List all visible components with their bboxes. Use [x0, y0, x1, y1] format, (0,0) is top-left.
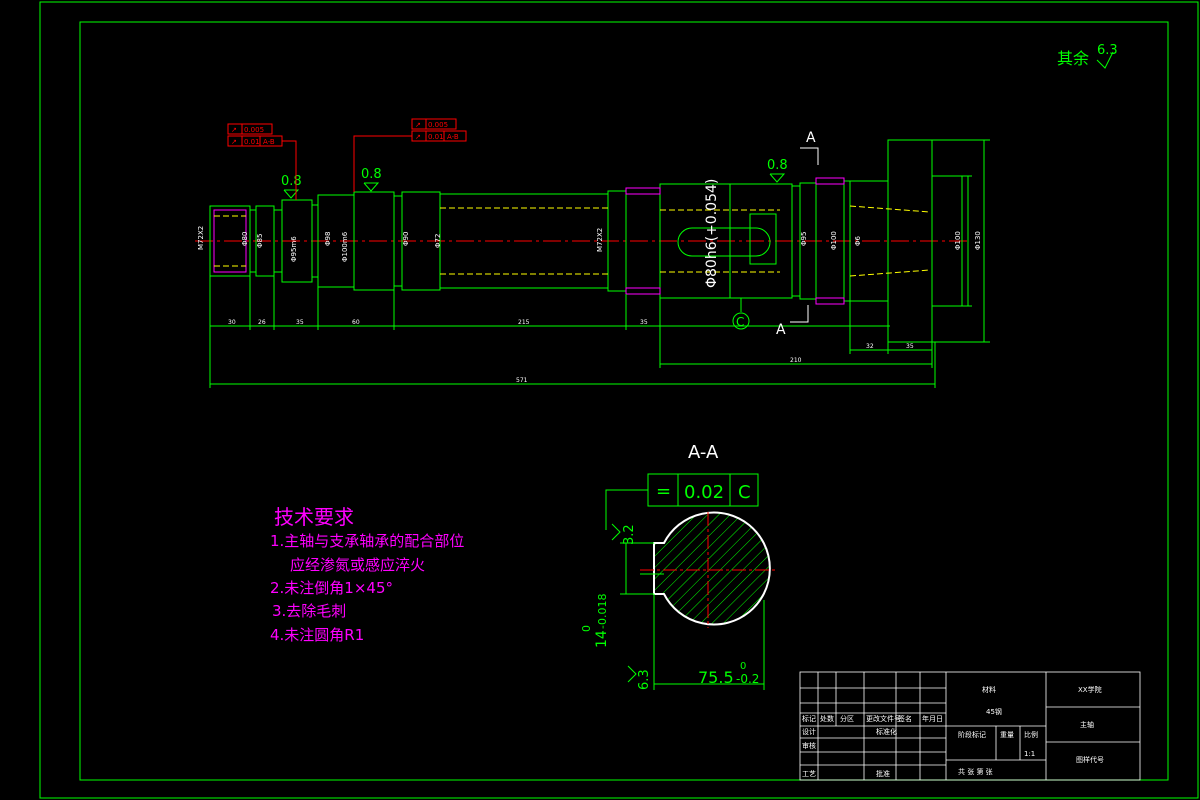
svg-text:Φ85: Φ85 [256, 234, 264, 248]
svg-text:Φ72: Φ72 [434, 234, 442, 248]
fcf-mid: ↗ 0.005 ↗ 0.01 A-B [353, 118, 467, 192]
svg-text:处数: 处数 [820, 714, 834, 723]
svg-text:C: C [738, 482, 751, 503]
svg-text:Φ100m6: Φ100m6 [341, 231, 349, 262]
svg-text:210: 210 [790, 357, 802, 364]
svg-text:0.01: 0.01 [244, 138, 260, 146]
roughness-other-value: 6.3 [1097, 43, 1118, 58]
svg-text:Φ100: Φ100 [830, 231, 838, 250]
svg-text:Φ90: Φ90 [402, 232, 410, 246]
svg-text:更改文件号: 更改文件号 [866, 714, 901, 723]
outer-frame [39, 1, 1199, 799]
tech-item-3: 3.去除毛刺 [272, 602, 346, 620]
inner-frame [79, 21, 1169, 781]
svg-text:35: 35 [640, 319, 648, 326]
tech-item-4: 4.未注圆角R1 [270, 626, 364, 644]
svg-text:75.5: 75.5 [698, 668, 734, 687]
tech-item-2: 2.未注倒角1×45° [270, 579, 393, 597]
svg-text:主轴: 主轴 [1080, 720, 1094, 729]
svg-text:签名: 签名 [898, 714, 912, 723]
shaft-main-view: M72X2 Φ80 Φ85 Φ95m6 Φ98 Φ100m6 Φ90 Φ72 M… [195, 118, 990, 388]
svg-text:35: 35 [296, 319, 304, 326]
svg-text:Φ80: Φ80 [241, 232, 249, 246]
svg-text:0.8: 0.8 [361, 167, 382, 182]
svg-text:26: 26 [258, 319, 266, 326]
svg-text:3.2: 3.2 [622, 524, 637, 545]
svg-text:↗: ↗ [415, 121, 421, 129]
svg-text:14: 14 [594, 630, 610, 648]
svg-text:Φ95m6: Φ95m6 [290, 236, 298, 262]
tech-requirements-title: 技术要求 [274, 505, 354, 529]
svg-text:Φ100: Φ100 [954, 231, 962, 250]
svg-text:60: 60 [352, 319, 360, 326]
section-marker-top: A [806, 130, 816, 146]
svg-text:1:1: 1:1 [1024, 750, 1035, 758]
svg-text:重量: 重量 [1000, 731, 1014, 739]
roughness-mark-2: 0.8 [361, 167, 382, 192]
roughness-other: 其余 6.3 [1057, 43, 1118, 69]
tech-item-1b: 应经渗氮或感应淬火 [290, 556, 425, 574]
svg-text:215: 215 [518, 319, 530, 326]
svg-text:32: 32 [866, 343, 874, 350]
svg-text:45钢: 45钢 [986, 707, 1002, 716]
svg-text:Φ95: Φ95 [800, 232, 808, 246]
svg-text:0.02: 0.02 [684, 482, 724, 503]
svg-text:共 张 第 张: 共 张 第 张 [958, 767, 993, 776]
svg-text:30: 30 [228, 319, 236, 326]
section-fcf: = 0.02 C [605, 473, 759, 530]
svg-text:图样代号: 图样代号 [1076, 755, 1104, 764]
svg-text:Φ6: Φ6 [854, 235, 862, 246]
fcf-left: ↗ 0.005 ↗ 0.01 A-B [227, 123, 297, 200]
svg-text:0.8: 0.8 [767, 158, 788, 173]
svg-text:=: = [656, 481, 671, 502]
roughness-mark-1: 0.8 [281, 174, 302, 199]
roughness-mark-3: 0.8 [767, 158, 788, 183]
svg-text:阶段标记: 阶段标记 [958, 730, 986, 739]
svg-text:0.01: 0.01 [428, 133, 444, 141]
svg-text:A-B: A-B [263, 138, 275, 146]
svg-text:材料: 材料 [982, 685, 996, 694]
svg-text:↗: ↗ [415, 133, 421, 141]
svg-text:标准化: 标准化 [876, 727, 897, 736]
svg-text:0.005: 0.005 [244, 126, 264, 134]
svg-text:Φ80h6(+0.054): Φ80h6(+0.054) [704, 179, 720, 288]
svg-text:M72X2: M72X2 [197, 226, 205, 250]
tech-requirements: 技术要求 1.主轴与支承轴承的配合部位 应经渗氮或感应淬火 2.未注倒角1×45… [270, 505, 464, 644]
svg-text:审核: 审核 [802, 741, 816, 750]
svg-text:XX学院: XX学院 [1078, 685, 1102, 694]
svg-text:0.005: 0.005 [428, 121, 448, 129]
svg-text:-0.2: -0.2 [736, 672, 759, 686]
title-block [799, 671, 1141, 781]
section-view-aa: A-A 14 -0.018 0 75.5 -0.2 0 3.2 6.3 [580, 442, 778, 690]
tech-item-1: 1.主轴与支承轴承的配合部位 [270, 532, 464, 550]
svg-text:设计: 设计 [802, 727, 816, 736]
svg-text:标记: 标记 [802, 714, 816, 723]
svg-text:571: 571 [516, 377, 528, 384]
svg-text:35: 35 [906, 343, 914, 350]
svg-text:Φ130: Φ130 [974, 231, 982, 250]
svg-text:比例: 比例 [1024, 730, 1038, 739]
svg-text:M72X2: M72X2 [596, 228, 604, 252]
svg-text:A-B: A-B [447, 133, 459, 141]
datum-c-marker: C [732, 298, 750, 330]
svg-text:工艺: 工艺 [802, 770, 816, 778]
svg-text:Φ98: Φ98 [324, 232, 332, 246]
svg-text:↗: ↗ [231, 138, 237, 146]
svg-text:6.3: 6.3 [637, 669, 652, 690]
svg-text:0.8: 0.8 [281, 174, 302, 189]
roughness-other-label: 其余 [1057, 49, 1089, 68]
section-title: A-A [688, 442, 719, 463]
svg-text:0: 0 [740, 661, 746, 672]
section-marker-bottom: A [776, 322, 786, 338]
svg-text:↗: ↗ [231, 126, 237, 134]
svg-text:C: C [736, 315, 744, 329]
svg-text:0: 0 [580, 625, 593, 632]
svg-text:-0.018: -0.018 [596, 594, 609, 629]
svg-text:年月日: 年月日 [922, 714, 943, 723]
svg-text:分区: 分区 [840, 714, 854, 723]
svg-text:批准: 批准 [876, 769, 890, 778]
